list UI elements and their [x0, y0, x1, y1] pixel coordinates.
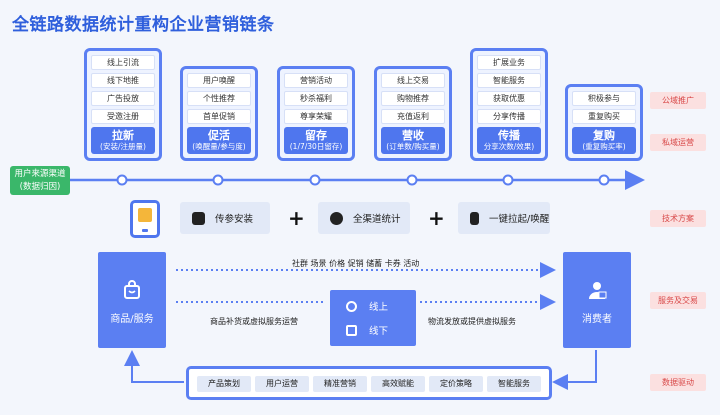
- tech-label: 全渠道统计: [353, 214, 401, 225]
- tag-private-operation: 私域运营: [650, 134, 706, 151]
- stage-item: 线上引流: [91, 55, 155, 70]
- capability-smart-service: 智能服务: [487, 376, 541, 392]
- page-title: 全链路数据统计重构企业营销链条: [12, 15, 275, 35]
- capability-user-operation: 用户运营: [255, 376, 309, 392]
- plus-sign: +: [428, 206, 445, 230]
- stage-name: 营收: [402, 129, 424, 142]
- stage-name: 复购: [593, 129, 615, 142]
- stage-item: 秒杀福利: [284, 91, 348, 106]
- stage-metric: (1/7/30日留存): [289, 142, 343, 151]
- stage-item: 首单促销: [187, 109, 251, 124]
- tech-label: 一键拉起/唤醒: [489, 214, 550, 225]
- online-label: 线上: [369, 302, 389, 313]
- tech-param-install: 传参安装: [180, 202, 270, 234]
- channel-box: 线上 线下: [330, 290, 416, 346]
- flow-left-label: 商品补货或虚拟服务运营: [210, 317, 298, 326]
- globe-icon: [346, 300, 357, 312]
- stage-item: 营销活动: [284, 73, 348, 88]
- stage-item: 线下地推: [91, 73, 155, 88]
- timeline-node: [406, 174, 418, 186]
- stage-card-retention: 营销活动 秒杀福利 尊享荣耀 留存 (1/7/30日留存): [277, 66, 355, 161]
- stage-head: 传播 分享次数/效果): [477, 127, 541, 154]
- timeline-node: [116, 174, 128, 186]
- mobile-icon: [470, 211, 479, 225]
- stage-item: 线上交易: [381, 73, 445, 88]
- source-subtitle: (数据归因): [19, 182, 61, 192]
- online-row: 线上: [346, 299, 388, 313]
- capability-precision-marketing: 精准营销: [313, 376, 367, 392]
- consumer-box: 消费者: [563, 252, 631, 348]
- user-source-channel: 用户来源渠道 (数据归因): [10, 166, 70, 195]
- timeline-node: [309, 174, 321, 186]
- stage-item: 重复购买: [572, 109, 636, 124]
- offline-label: 线下: [369, 326, 389, 337]
- tech-label: 传参安装: [215, 214, 254, 225]
- feedback-loop-left: [124, 350, 184, 383]
- stage-card-revenue: 线上交易 购物推荐 充值返利 营收 (订单数/购买量): [374, 66, 452, 161]
- tag-data-driven: 数据驱动: [650, 374, 706, 391]
- stage-card-referral: 扩展业务 智能服务 获取优惠 分享传播 传播 分享次数/效果): [470, 48, 548, 161]
- feedback-loop-right: [552, 350, 597, 390]
- tag-service-trade: 服务及交易: [650, 292, 706, 309]
- pie-chart-icon: [330, 211, 343, 225]
- offline-row: 线下: [346, 323, 388, 337]
- stage-metric: (订单数/购买量): [386, 142, 440, 151]
- stage-name: 留存: [305, 129, 327, 142]
- stage-item: 广告投放: [91, 91, 155, 106]
- tag-public-promotion: 公域推广: [650, 92, 706, 109]
- timeline-node: [212, 174, 224, 186]
- stage-metric: (重复购买率): [582, 142, 626, 151]
- stage-metric: 分享次数/效果): [483, 142, 535, 151]
- stage-name: 促活: [208, 129, 230, 142]
- stage-head: 营收 (订单数/购买量): [381, 127, 445, 154]
- stage-head: 复购 (重复购买率): [572, 127, 636, 154]
- stage-item: 积极参与: [572, 91, 636, 106]
- main-timeline: [70, 170, 645, 190]
- stage-item: 分享传播: [477, 109, 541, 124]
- stage-head: 留存 (1/7/30日留存): [284, 127, 348, 154]
- timeline-node: [598, 174, 610, 186]
- tech-one-click-launch: 一键拉起/唤醒: [458, 202, 550, 234]
- stage-item: 尊享荣耀: [284, 109, 348, 124]
- plus-sign: +: [288, 206, 305, 230]
- download-icon: [192, 211, 205, 225]
- cube-icon: [138, 208, 152, 222]
- store-icon: [346, 324, 357, 336]
- stage-item: 智能服务: [477, 73, 541, 88]
- flow-top-label: 社群 场景 价格 促销 储蓄 卡券 活动: [292, 259, 420, 268]
- stage-head: 促活 (唤醒量/参与度): [187, 127, 251, 154]
- tag-tech-solution: 技术方案: [650, 210, 706, 227]
- capability-pricing-strategy: 定价策略: [429, 376, 483, 392]
- merchant-label: 商品/服务: [110, 314, 154, 325]
- stage-metric: (安装/注册量): [100, 142, 146, 151]
- stage-item: 个性推荐: [187, 91, 251, 106]
- data-capability-bar: 产品策划 用户运营 精准营销 高效赋能 定价策略 智能服务: [186, 366, 552, 400]
- stage-metric: (唤醒量/参与度): [192, 142, 246, 151]
- stage-item: 扩展业务: [477, 55, 541, 70]
- shopping-bag-icon: [124, 280, 140, 299]
- tech-all-channel-stats: 全渠道统计: [318, 202, 410, 234]
- stage-card-acquisition: 线上引流 线下地推 广告投放 受邀注册 拉新 (安装/注册量): [84, 48, 162, 161]
- user-icon: [589, 282, 607, 299]
- stage-name: 拉新: [112, 129, 134, 142]
- capability-efficient-enablement: 高效赋能: [371, 376, 425, 392]
- merchant-box: 商品/服务: [98, 252, 166, 348]
- source-title: 用户来源渠道: [14, 169, 66, 179]
- stage-item: 获取优惠: [477, 91, 541, 106]
- capability-product-planning: 产品策划: [197, 376, 251, 392]
- stage-name: 传播: [498, 129, 520, 142]
- stage-item: 用户唤醒: [187, 73, 251, 88]
- timeline-node: [502, 174, 514, 186]
- stage-item: 充值返利: [381, 109, 445, 124]
- stage-card-repurchase: 积极参与 重复购买 复购 (重复购买率): [565, 84, 643, 161]
- consumer-label: 消费者: [582, 314, 612, 325]
- stage-head: 拉新 (安装/注册量): [91, 127, 155, 154]
- stage-card-activation: 用户唤醒 个性推荐 首单促销 促活 (唤醒量/参与度): [180, 66, 258, 161]
- stage-item: 受邀注册: [91, 109, 155, 124]
- flow-right-label: 物流发放或提供虚拟服务: [428, 317, 516, 326]
- phone-icon: [130, 200, 160, 238]
- stage-item: 购物推荐: [381, 91, 445, 106]
